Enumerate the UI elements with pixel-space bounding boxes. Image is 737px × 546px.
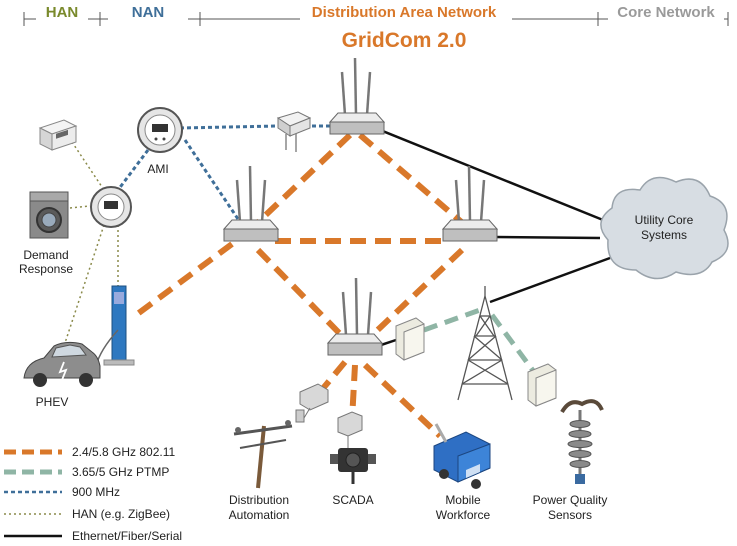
ami-meter <box>137 107 183 153</box>
power-quality-sensor-icon <box>560 399 604 484</box>
pq-radio-panel <box>527 363 557 407</box>
power-quality-label-1: Power Quality <box>533 493 608 507</box>
bridge-unit <box>276 111 312 152</box>
scada-icon <box>330 411 376 484</box>
washer-icon <box>29 191 69 239</box>
header-nan: NAN <box>132 4 165 21</box>
legend-label-ptmp: 3.65/5 GHz PTMP <box>72 465 169 479</box>
mobile-workforce-label-2: Workforce <box>436 508 491 522</box>
phev-label: PHEV <box>36 395 69 409</box>
header-core-network: Core Network <box>617 4 715 21</box>
access-point-bottom <box>326 277 384 356</box>
mobile-workforce-label-1: Mobile <box>445 493 481 507</box>
power-quality-label-2: Sensors <box>548 508 592 522</box>
ethernet-links <box>377 128 611 348</box>
home-meter <box>90 186 132 228</box>
distribution-automation-icon <box>233 383 329 489</box>
phev-car-icon <box>23 341 101 387</box>
access-point-left <box>222 165 280 242</box>
ptmp-links <box>423 307 537 374</box>
cloud-icon <box>600 176 729 280</box>
demand-response-label-1: Demand <box>23 248 68 262</box>
legend-label-ethernet: Ethernet/Fiber/Serial <box>72 529 182 543</box>
radio-tower-icon <box>457 286 513 401</box>
han-links <box>59 141 119 359</box>
access-point-top <box>328 57 386 135</box>
thermostat-icon <box>38 119 78 151</box>
legend: 2.4/5.8 GHz 802.11 3.65/5 GHz PTMP 900 M… <box>4 445 182 543</box>
legend-label-han: HAN (e.g. ZigBee) <box>72 507 170 521</box>
ami-label: AMI <box>147 162 168 176</box>
access-point-right <box>441 165 499 242</box>
demand-response-label-2: Response <box>19 262 73 276</box>
distribution-automation-label-2: Automation <box>229 508 290 522</box>
header-distribution-area-network: Distribution Area Network <box>312 4 497 21</box>
cloud-label-1: Utility Core <box>635 213 694 227</box>
cloud-label-2: Systems <box>641 228 687 242</box>
header-han: HAN <box>46 4 79 21</box>
wifi-links <box>130 132 467 439</box>
legend-label-900mhz: 900 MHz <box>72 485 120 499</box>
legend-label-wifi: 2.4/5.8 GHz 802.11 <box>72 445 176 459</box>
ptmp-radio-panel <box>395 317 425 361</box>
mhz-links <box>116 124 330 229</box>
distribution-automation-label-1: Distribution <box>229 493 289 507</box>
page-title: GridCom 2.0 <box>342 29 467 52</box>
scada-label: SCADA <box>332 493 373 507</box>
charging-station-icon <box>95 285 135 367</box>
mobile-workforce-truck-icon <box>433 423 491 489</box>
